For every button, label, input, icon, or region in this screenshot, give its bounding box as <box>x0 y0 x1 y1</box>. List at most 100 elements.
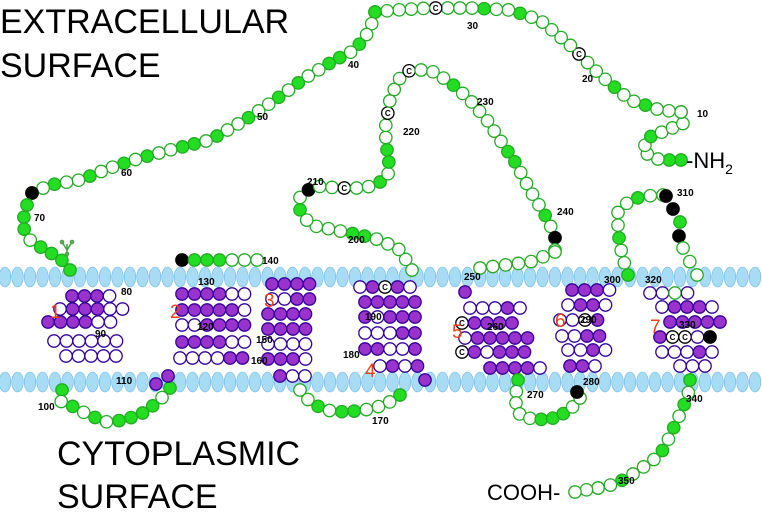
lipid-head <box>736 371 749 393</box>
residue-number-290: 290 <box>580 315 597 326</box>
residue <box>364 16 379 31</box>
branch-icon <box>59 239 75 258</box>
residue <box>680 300 694 314</box>
residue-number-300: 300 <box>604 275 621 286</box>
lipid-head <box>523 371 537 393</box>
lipid-head <box>36 371 49 393</box>
residue <box>408 310 422 324</box>
lipid-head <box>611 371 624 393</box>
residue <box>572 47 586 61</box>
residue-number-40: 40 <box>348 60 360 71</box>
residue <box>102 289 117 303</box>
residue <box>565 400 580 414</box>
residue <box>580 329 594 343</box>
residue <box>63 263 77 277</box>
residue <box>290 277 304 291</box>
residue <box>513 6 527 21</box>
lipid-head <box>173 266 187 288</box>
residue <box>703 330 717 344</box>
residue <box>538 208 553 223</box>
residue <box>494 134 508 149</box>
helix-5-label: 5 <box>452 322 463 343</box>
lipid-head <box>86 371 99 393</box>
lipid-head <box>548 266 562 288</box>
residue-number-160: 160 <box>251 356 268 367</box>
lipid-head <box>436 266 449 288</box>
residue <box>241 110 256 125</box>
cysteine-label: C <box>406 67 412 76</box>
residue-number-230: 230 <box>477 97 494 108</box>
residue <box>480 113 495 128</box>
residue <box>76 405 91 420</box>
lipid-head <box>48 266 62 288</box>
helix-7-label: 7 <box>650 317 661 338</box>
residue-number-70: 70 <box>34 213 46 224</box>
residue <box>55 253 69 268</box>
residue <box>455 86 470 101</box>
lipid-head <box>161 266 174 288</box>
residue-number-190: 190 <box>365 312 382 323</box>
residue <box>418 373 432 387</box>
residue <box>666 420 681 435</box>
residue <box>480 345 494 359</box>
residue <box>210 129 224 143</box>
cysteine-label: C <box>670 333 676 342</box>
residue <box>212 287 227 301</box>
residue <box>579 482 594 497</box>
residue <box>302 292 317 306</box>
residue <box>200 287 214 301</box>
residue <box>65 289 79 303</box>
residue <box>145 398 160 413</box>
residue <box>99 414 114 429</box>
residue <box>505 345 519 359</box>
residue <box>17 210 31 225</box>
residue <box>383 310 397 324</box>
lipid-head <box>86 266 99 288</box>
residue <box>662 103 676 118</box>
residue <box>489 2 504 17</box>
residue <box>517 345 532 359</box>
residue <box>273 307 288 321</box>
residue <box>271 90 286 105</box>
lipid-head <box>23 266 37 288</box>
residue <box>286 307 300 321</box>
residue <box>277 292 292 306</box>
lipid-head <box>186 371 199 393</box>
lipid-head <box>236 266 249 288</box>
helix-6-label: 6 <box>555 311 566 332</box>
residue <box>524 254 538 269</box>
residue <box>685 359 700 373</box>
residue <box>393 388 407 402</box>
residue <box>672 409 686 424</box>
residue <box>690 330 705 344</box>
lipid-head <box>111 266 124 288</box>
residue <box>492 345 507 359</box>
lipid-head <box>136 266 149 288</box>
residue <box>483 361 497 375</box>
residue <box>513 165 528 180</box>
residue <box>333 224 348 238</box>
residue-number-280: 280 <box>583 377 600 388</box>
residue <box>627 94 641 109</box>
residue <box>358 295 372 309</box>
residue <box>391 242 406 257</box>
residue <box>55 383 69 397</box>
residue <box>273 352 288 366</box>
residue <box>570 385 584 399</box>
residue <box>536 249 550 264</box>
residue <box>281 83 296 97</box>
cysteine-label: C <box>682 333 688 342</box>
residue-number-150: 150 <box>256 335 273 346</box>
residue <box>163 142 178 157</box>
lipid-head <box>261 371 274 393</box>
residue <box>508 361 522 375</box>
residue <box>325 180 339 195</box>
lipid-head <box>311 371 324 393</box>
residue <box>225 253 239 267</box>
residue <box>477 1 491 16</box>
residue <box>343 45 358 60</box>
residue <box>636 460 651 474</box>
cytoplasmic-title-line2: SURFACE <box>57 478 218 515</box>
residue <box>225 318 239 332</box>
